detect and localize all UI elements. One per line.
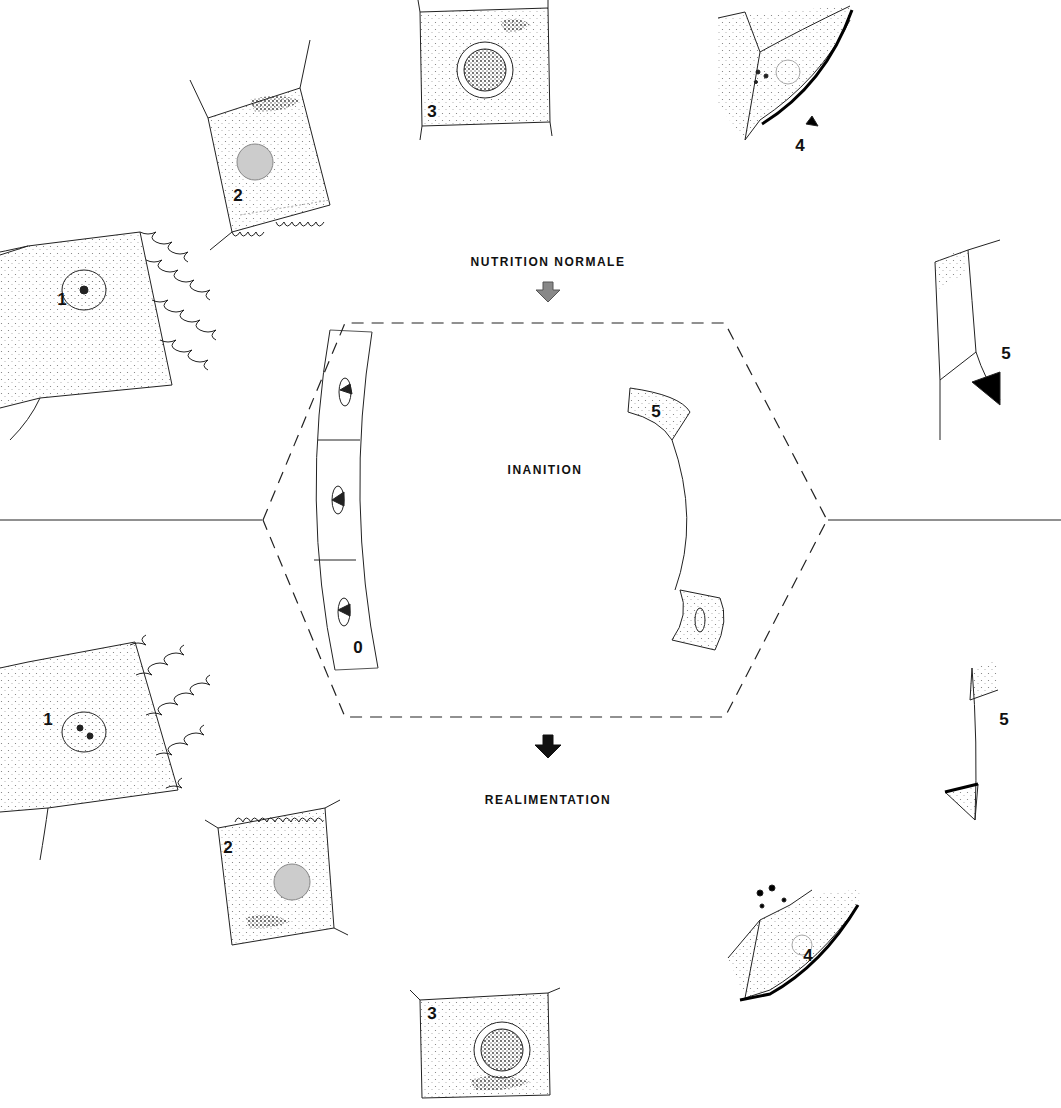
region-title: INANITION — [508, 463, 583, 477]
callout-number: 2 — [233, 186, 242, 206]
callout-number: 5 — [999, 710, 1008, 730]
dashed-hexagon: INANITION — [262, 322, 828, 718]
callout-number: 5 — [1001, 344, 1010, 364]
hexagon-outline — [262, 322, 828, 718]
callout-number: 3 — [427, 102, 436, 122]
callout-number: 4 — [803, 946, 812, 966]
callout-number: 2 — [223, 838, 232, 858]
callout-number: 3 — [427, 1004, 436, 1024]
phase-heading: NUTRITION NORMALE — [471, 255, 626, 269]
callout-number: 4 — [795, 136, 804, 156]
callout-number: 1 — [57, 290, 66, 310]
phase-heading: REALIMENTATION — [485, 793, 612, 807]
callout-number: 5 — [651, 402, 660, 422]
callout-number: 1 — [43, 710, 52, 730]
callout-number: 0 — [353, 638, 362, 658]
